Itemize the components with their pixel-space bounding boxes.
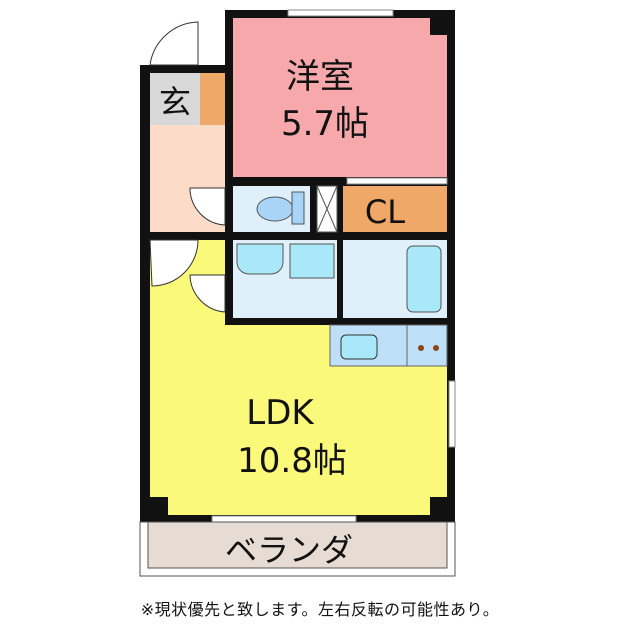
pillar [430,18,447,35]
bathtub-icon [406,245,442,313]
closet [343,186,447,232]
burner-icon [433,345,439,351]
entrance-label: 玄 [159,83,191,121]
western-room-size: 5.7帖 [281,104,369,144]
balcony-window [211,515,357,523]
western-room [233,18,447,177]
balcony [147,521,448,569]
window-east [448,380,456,448]
closet-door [346,177,448,185]
shoe-box [200,73,225,125]
entrance [150,73,200,125]
western-room-name: 洋室 [286,57,354,97]
balcony-label: ベランダ [225,531,353,569]
window-north [287,9,394,17]
burner-icon [418,345,424,351]
ldk-size: 10.8帖 [237,441,347,481]
toilet-door [189,187,226,226]
disclaimer-caption: ※現状優先と致します。左右反転の可能性あり。 [140,600,500,619]
sink-icon [340,334,378,360]
stove [406,324,448,367]
closet-label: CL [365,193,405,231]
entrance-door [149,21,199,66]
ldk-door [149,239,199,287]
toilet-bowl-icon [256,196,294,222]
toilet-tank-icon [291,191,305,225]
washing-machine-space [289,243,335,279]
ldk-name: LDK [246,393,315,433]
washroom-door [189,274,226,313]
wash-basin-icon [236,243,284,275]
pipe-space-cross-icon [316,185,338,233]
